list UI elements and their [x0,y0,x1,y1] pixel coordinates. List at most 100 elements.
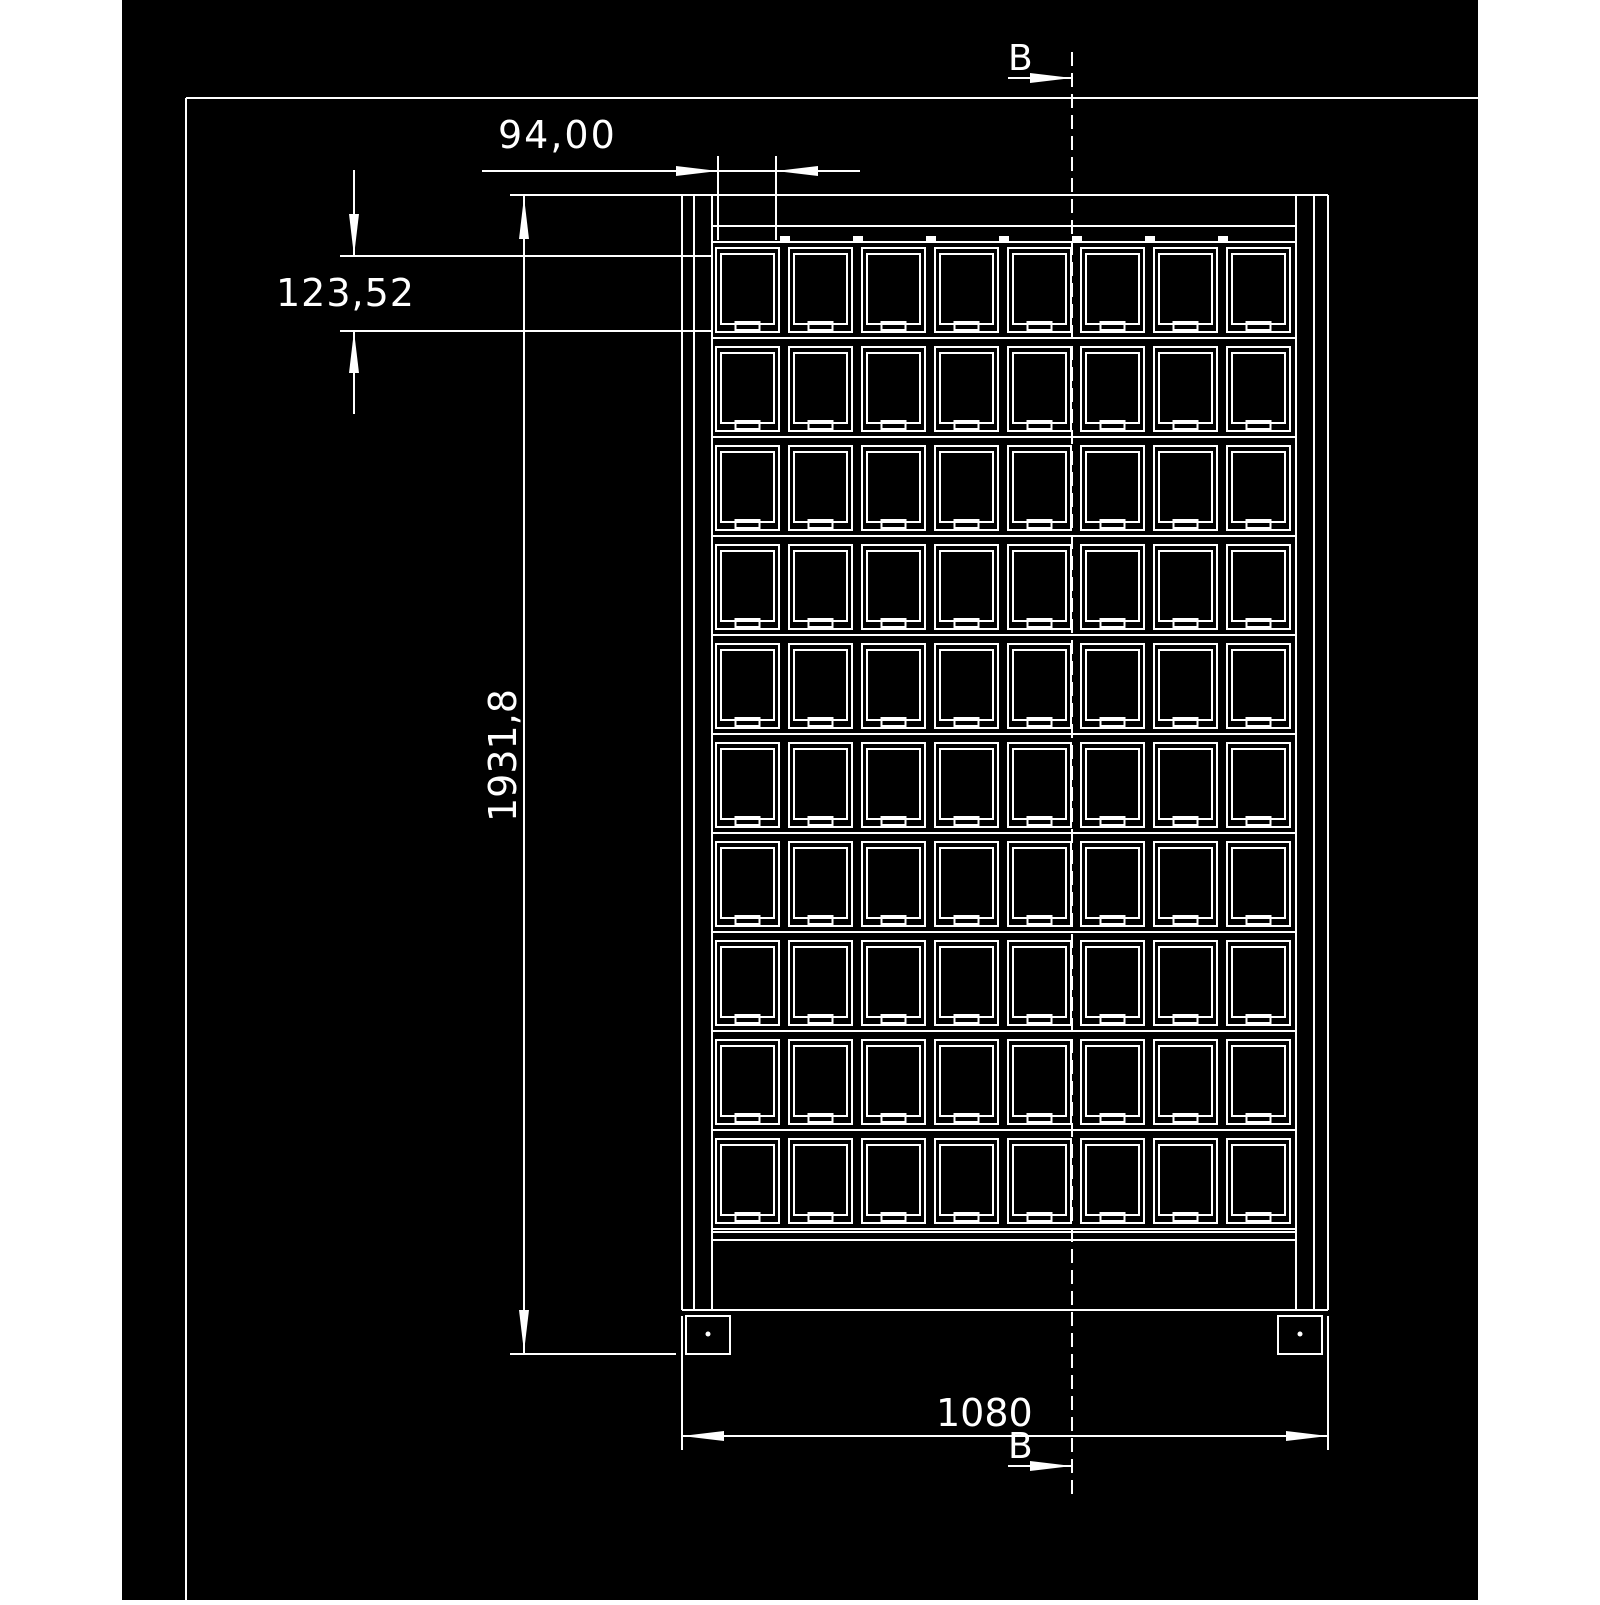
top-clip-tabs [780,236,1228,242]
storage-bin [861,643,926,729]
storage-bin [1153,544,1218,630]
storage-bin [1080,346,1145,432]
storage-bin [934,346,999,432]
storage-bin [1080,940,1145,1026]
clip-tab [780,236,790,242]
storage-bin [861,742,926,828]
storage-bin [1226,247,1291,333]
storage-bin [1226,445,1291,531]
right-foot-bolt [1297,1331,1303,1337]
clip-tab [1145,236,1155,242]
storage-bin [934,841,999,927]
storage-bin [1153,1039,1218,1125]
storage-bin [1007,445,1072,531]
storage-bin [788,643,853,729]
storage-bin [934,1138,999,1224]
storage-bin [715,1039,780,1125]
storage-bin [715,247,780,333]
storage-bin [1226,1039,1291,1125]
storage-bin [1153,643,1218,729]
rack-frame [681,194,1329,1355]
dimension-bin-height-label: 123,52 [276,271,415,315]
dimension-bin-width-label: 94,00 [498,113,617,157]
storage-bin [715,841,780,927]
storage-bin [1226,643,1291,729]
left-foot-bolt [705,1331,711,1337]
model-space-background [122,0,1478,1600]
storage-bin [861,544,926,630]
storage-bin [861,247,926,333]
storage-bin [1153,247,1218,333]
storage-bin [715,346,780,432]
storage-bin [1226,742,1291,828]
storage-bin [1080,544,1145,630]
storage-bin [1226,346,1291,432]
storage-bin [861,841,926,927]
storage-bin [1226,940,1291,1026]
section-marker-top: B [1008,38,1072,83]
storage-bin [1226,1138,1291,1224]
storage-bin [1080,247,1145,333]
storage-bin [934,247,999,333]
storage-bin [788,544,853,630]
storage-bin [861,940,926,1026]
storage-bin [934,544,999,630]
storage-bin [715,544,780,630]
storage-bin [934,742,999,828]
storage-bin [788,841,853,927]
storage-bin [1153,445,1218,531]
storage-bin [1153,742,1218,828]
clip-tab [1218,236,1228,242]
storage-bin [861,346,926,432]
storage-bin [1153,940,1218,1026]
storage-bin [788,940,853,1026]
storage-bin [1153,1138,1218,1224]
storage-bin [788,742,853,828]
storage-bin [861,1039,926,1125]
storage-bin [1080,1039,1145,1125]
storage-bin [861,1138,926,1224]
dimension-bin-width [482,156,860,240]
dimension-bin-height [340,170,712,414]
storage-bin [1007,1138,1072,1224]
storage-bin [1226,544,1291,630]
storage-bin [861,445,926,531]
storage-bin [934,1039,999,1125]
storage-bin [788,346,853,432]
sheet-border [185,97,1478,1600]
section-label-bottom: B [1008,1426,1033,1467]
bin-grid [712,247,1296,1230]
storage-bin [715,742,780,828]
clip-tab [999,236,1009,242]
dimension-overall-height [510,194,682,1355]
storage-bin [934,940,999,1026]
storage-bin [788,1039,853,1125]
storage-bin [1080,643,1145,729]
clip-tab [926,236,936,242]
storage-bin [715,940,780,1026]
section-marker-bottom: B [1008,1426,1072,1471]
clip-tab [853,236,863,242]
dimension-overall-height-label: 1931,8 [481,689,525,822]
section-label-top: B [1008,38,1033,79]
storage-bin [1153,841,1218,927]
storage-bin [934,445,999,531]
storage-bin [1080,742,1145,828]
storage-bin [1007,742,1072,828]
storage-bin [1153,346,1218,432]
storage-bin [1080,1138,1145,1224]
storage-bin [715,643,780,729]
storage-bin [788,247,853,333]
storage-bin [1080,445,1145,531]
storage-bin [1226,841,1291,927]
dimension-overall-width [681,1316,1329,1450]
storage-bin [715,445,780,531]
storage-bin [934,643,999,729]
clip-tab [1072,236,1082,242]
storage-bin [788,1138,853,1224]
storage-bin [715,1138,780,1224]
storage-bin [1080,841,1145,927]
dimension-overall-width-label: 1080 [936,1391,1033,1435]
